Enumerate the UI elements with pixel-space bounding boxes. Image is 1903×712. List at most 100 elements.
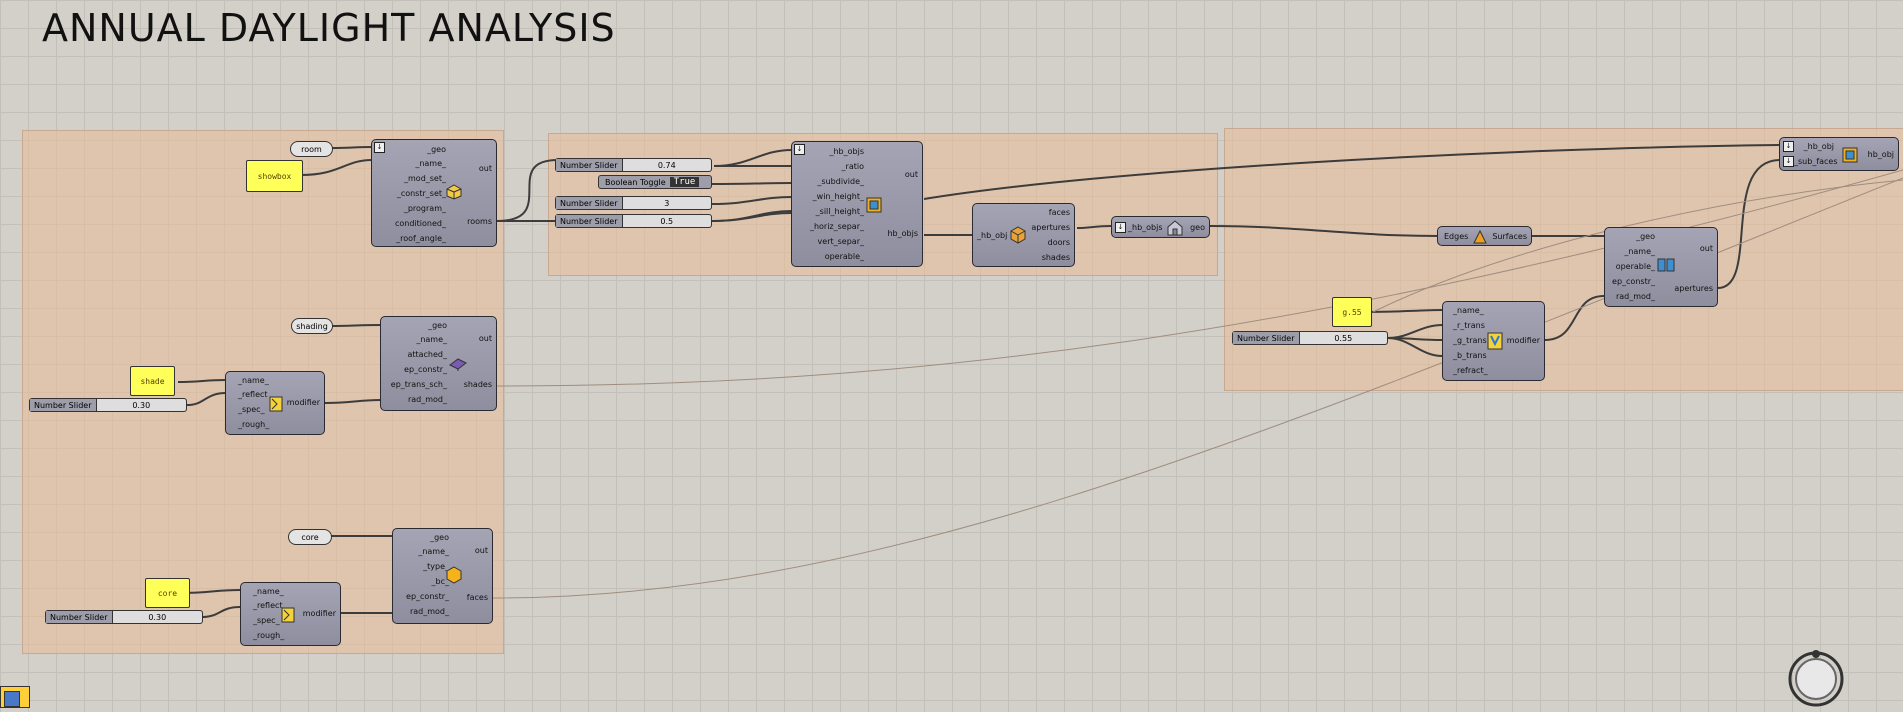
deconstruct-output-shades[interactable]: shades bbox=[1041, 253, 1070, 262]
aperture-component[interactable]: _geo _name_ operable_ ep_constr_ rad_mod… bbox=[1604, 227, 1718, 307]
core-slider-track[interactable]: 0.30 bbox=[112, 611, 202, 623]
shade-output-out[interactable]: out bbox=[478, 334, 492, 343]
shade-mod-input-name[interactable]: _name_ bbox=[238, 376, 269, 385]
edges-surfaces-component[interactable]: Edges Surfaces bbox=[1437, 226, 1532, 246]
shade-output-shades[interactable]: shades bbox=[463, 380, 492, 389]
navigation-compass-icon[interactable] bbox=[1785, 646, 1847, 708]
shade-input-ep-trans-sch[interactable]: ep_trans_sch_ bbox=[390, 380, 447, 389]
surfaces-output[interactable]: Surfaces bbox=[1492, 232, 1527, 241]
shade-mod-input-reflect[interactable]: _reflect bbox=[238, 390, 268, 399]
core-input-ep-constr[interactable]: ep_constr_ bbox=[406, 592, 449, 601]
core-mod-input-name[interactable]: _name_ bbox=[253, 587, 284, 596]
ratio-slider-track[interactable]: 0.74 bbox=[622, 159, 711, 171]
core-param[interactable]: core bbox=[288, 529, 332, 545]
shade-number-slider[interactable]: Number Slider 0.30 bbox=[29, 398, 187, 412]
aperture-output-apertures[interactable]: apertures bbox=[1674, 284, 1713, 293]
add-subface-input-sub-faces[interactable]: _sub_faces bbox=[1794, 157, 1838, 166]
core-output-out[interactable]: out bbox=[474, 546, 488, 555]
glass-output-modifier[interactable]: modifier bbox=[1506, 336, 1540, 345]
room-input-program[interactable]: _program_ bbox=[403, 204, 446, 213]
add-subface-output-hb-obj[interactable]: hb_obj bbox=[1867, 150, 1894, 159]
core-input-rad-mod[interactable]: rad_mod_ bbox=[409, 607, 449, 616]
shade-mod-input-spec[interactable]: _spec_ bbox=[238, 405, 265, 414]
height-slider-track[interactable]: 3 bbox=[622, 197, 711, 209]
room-output-out[interactable]: out bbox=[478, 164, 492, 173]
shade-modifier-component[interactable]: _name_ _reflect _spec_ _rough_ modifier bbox=[225, 371, 325, 435]
group-glass-apertures[interactable] bbox=[1224, 128, 1903, 391]
sill-slider-track[interactable]: 0.5 bbox=[622, 215, 711, 227]
core-mod-input-rough[interactable]: _rough_ bbox=[253, 631, 285, 640]
glass-slider-track[interactable]: 0.55 bbox=[1299, 332, 1387, 344]
add-subface-input-hb-obj[interactable]: _hb_obj bbox=[1803, 142, 1834, 151]
showbox-panel[interactable]: showbox bbox=[246, 160, 303, 192]
canvas-corner-widget[interactable] bbox=[0, 686, 30, 708]
room-output-rooms[interactable]: rooms bbox=[467, 217, 492, 226]
apt-input-win-height[interactable]: _win_height_ bbox=[812, 192, 864, 201]
room-input-roof-angle[interactable]: _roof_angle_ bbox=[396, 234, 446, 243]
core-number-slider[interactable]: Number Slider 0.30 bbox=[45, 610, 203, 624]
core-input-name[interactable]: _name_ bbox=[418, 547, 449, 556]
core-mod-input-spec[interactable]: _spec_ bbox=[253, 616, 280, 625]
shade-input-attached[interactable]: attached_ bbox=[407, 350, 447, 359]
visualize-input-hb-objs[interactable]: _hb_objs bbox=[1128, 223, 1163, 232]
deconstruct-output-apertures[interactable]: apertures bbox=[1031, 223, 1070, 232]
shade-component[interactable]: _geo _name_ attached_ ep_constr_ ep_tran… bbox=[380, 316, 497, 411]
room-input-constr-set[interactable]: _constr_set_ bbox=[396, 189, 446, 198]
aperture-by-ratio-component[interactable]: ↓ _hb_objs _ratio _subdivide_ _win_heigh… bbox=[791, 141, 923, 267]
visualize-output-geo[interactable]: geo bbox=[1190, 223, 1205, 232]
shade-input-name[interactable]: _name_ bbox=[416, 335, 447, 344]
glass-input-name[interactable]: _name_ bbox=[1453, 306, 1484, 315]
core-mod-output-modifier[interactable]: modifier bbox=[302, 609, 336, 618]
aperture-input-rad-mod[interactable]: rad_mod_ bbox=[1615, 292, 1655, 301]
aperture-input-geo[interactable]: _geo bbox=[1636, 232, 1655, 241]
add-subface-menu-icon-2[interactable]: ↓ bbox=[1783, 156, 1794, 167]
aperture-output-out[interactable]: out bbox=[1699, 244, 1713, 253]
room-component[interactable]: ↓ _geo _name_ _mod_set_ _constr_set_ _pr… bbox=[371, 139, 497, 247]
add-subface-menu-icon-1[interactable]: ↓ bbox=[1783, 141, 1794, 152]
apt-input-hb-objs[interactable]: _hb_objs bbox=[829, 147, 864, 156]
core-output-faces[interactable]: faces bbox=[466, 593, 488, 602]
boolean-toggle[interactable]: Boolean Toggle True bbox=[598, 175, 712, 189]
sill-number-slider[interactable]: Number Slider 0.5 bbox=[555, 214, 712, 228]
glass-input-b-trans[interactable]: _b_trans bbox=[1453, 351, 1487, 360]
aperture-input-name[interactable]: _name_ bbox=[1624, 247, 1655, 256]
shade-mod-input-rough[interactable]: _rough_ bbox=[238, 420, 270, 429]
shade-input-ep-constr[interactable]: ep_constr_ bbox=[404, 365, 447, 374]
shade-slider-track[interactable]: 0.30 bbox=[96, 399, 186, 411]
ratio-number-slider[interactable]: Number Slider 0.74 bbox=[555, 158, 712, 172]
glass-panel[interactable]: g.55 bbox=[1332, 297, 1372, 327]
add-subface-component[interactable]: ↓ ↓ _hb_obj _sub_faces hb_obj bbox=[1779, 137, 1899, 171]
deconstruct-input-hb-obj[interactable]: _hb_obj bbox=[977, 231, 1008, 240]
height-number-slider[interactable]: Number Slider 3 bbox=[555, 196, 712, 210]
apt-input-horiz-separ[interactable]: _horiz_separ_ bbox=[809, 222, 864, 231]
apt-input-vert-separ[interactable]: vert_separ_ bbox=[817, 237, 864, 246]
shade-input-rad-mod[interactable]: rad_mod_ bbox=[407, 395, 447, 404]
apt-input-sill-height[interactable]: _sill_height_ bbox=[815, 207, 864, 216]
shade-mod-output-modifier[interactable]: modifier bbox=[286, 398, 320, 407]
deconstruct-output-faces[interactable]: faces bbox=[1048, 208, 1070, 217]
visualize-component[interactable]: ↓ _hb_objs geo bbox=[1111, 216, 1210, 238]
glass-modifier-component[interactable]: _name_ _r_trans _g_trans _b_trans _refra… bbox=[1442, 301, 1545, 381]
room-input-mod-set[interactable]: _mod_set_ bbox=[404, 174, 446, 183]
edges-input[interactable]: Edges bbox=[1444, 232, 1469, 241]
room-component-menu-icon[interactable]: ↓ bbox=[374, 142, 385, 153]
aperture-component-menu-icon[interactable]: ↓ bbox=[794, 144, 805, 155]
apt-output-out[interactable]: out bbox=[904, 170, 918, 179]
shading-param[interactable]: shading bbox=[291, 318, 333, 334]
core-input-bc[interactable]: _bc_ bbox=[431, 577, 449, 586]
room-input-name[interactable]: _name_ bbox=[415, 159, 446, 168]
core-input-geo[interactable]: _geo bbox=[430, 533, 449, 542]
visualize-menu-icon[interactable]: ↓ bbox=[1115, 222, 1126, 233]
core-panel[interactable]: core bbox=[145, 578, 190, 608]
deconstruct-object-component[interactable]: _hb_obj faces apertures doors shades bbox=[972, 203, 1075, 267]
core-input-type[interactable]: _type_ bbox=[423, 562, 449, 571]
glass-input-refract[interactable]: _refract_ bbox=[1453, 366, 1488, 375]
glass-input-g-trans[interactable]: _g_trans bbox=[1453, 336, 1487, 345]
core-modifier-component[interactable]: _name_ _reflect _spec_ _rough_ modifier bbox=[240, 582, 341, 646]
apt-input-subdivide[interactable]: _subdivide_ bbox=[817, 177, 864, 186]
toggle-value[interactable]: True bbox=[669, 177, 700, 187]
shade-panel[interactable]: shade bbox=[130, 366, 175, 396]
shade-input-geo[interactable]: _geo bbox=[428, 321, 447, 330]
apt-input-operable[interactable]: operable_ bbox=[824, 252, 864, 261]
apt-input-ratio[interactable]: _ratio bbox=[841, 162, 864, 171]
